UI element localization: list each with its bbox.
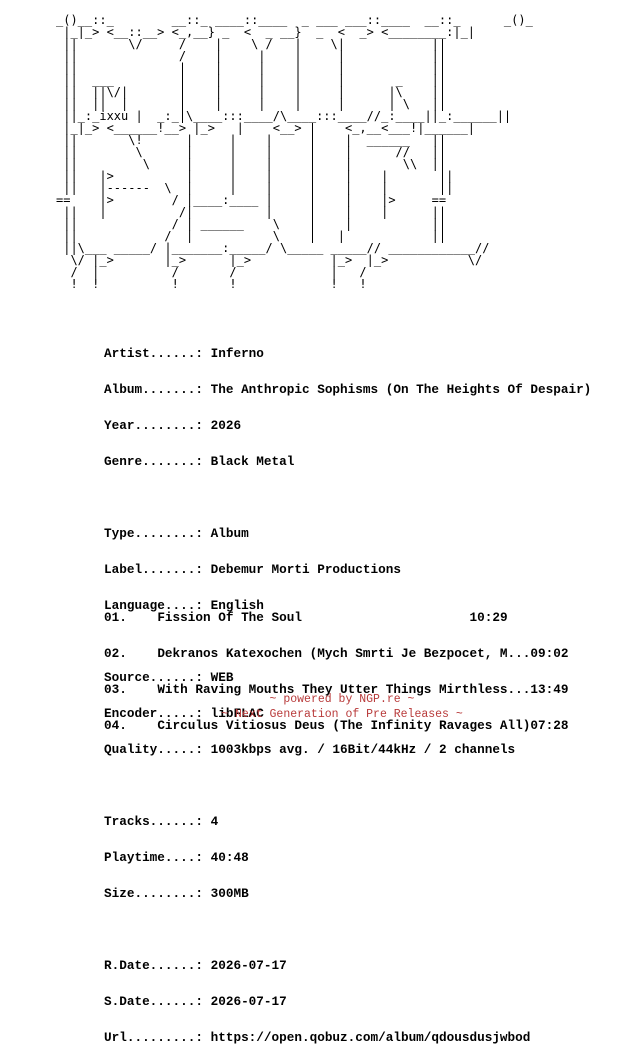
encoder-label: Encoder.....: xyxy=(104,706,203,721)
language-label: Language....: xyxy=(104,598,203,613)
language-value: English xyxy=(210,598,264,613)
track-number: 04. xyxy=(104,718,127,733)
tracks-value: 4 xyxy=(210,814,219,829)
track-title: With Raving Mouths They Utter Things Mir… xyxy=(157,682,531,697)
encoder-row: Encoder.....: libFLAC xyxy=(104,706,591,721)
album-row: Album.......: The Anthropic Sophisms (On… xyxy=(104,382,592,397)
sdate-label: S.Date......: xyxy=(104,994,203,1009)
url-value: https://open.qobuz.com/album/qdousdusjwb… xyxy=(210,1030,531,1045)
genre-label: Genre.......: xyxy=(104,454,203,469)
label-label: Label.......: xyxy=(104,562,203,577)
spacer xyxy=(104,924,591,936)
rdate-label: R.Date......: xyxy=(104,958,203,973)
artist-row: Artist......: Inferno xyxy=(104,346,591,361)
playtime-value: 40:48 xyxy=(210,850,249,865)
track-time: 09:02 xyxy=(530,646,569,661)
album-label: Album.......: xyxy=(104,382,203,397)
quality-value: 1003kbps avg. / 16Bit/44kHz / 2 channels xyxy=(210,742,516,757)
year-row: Year........: 2026 xyxy=(104,418,591,433)
footer-powered-by: ~ powered by NGP.re ~ xyxy=(269,693,415,706)
size-value: 300MB xyxy=(210,886,249,901)
album-value: The Anthropic Sophisms (On The Heights O… xyxy=(210,382,592,397)
quality-label: Quality.....: xyxy=(104,742,203,757)
spacer xyxy=(104,492,591,504)
track-row: 04. Circulus Vitiosus Deus (The Infinity… xyxy=(104,718,569,733)
track-row: 01. Fission Of The Soul 10:29 xyxy=(104,610,568,625)
track-number: 03. xyxy=(104,682,127,697)
track-number: 01. xyxy=(104,610,127,625)
url-row: Url.........: https://open.qobuz.com/alb… xyxy=(104,1030,591,1045)
size-label: Size........: xyxy=(104,886,203,901)
spacer xyxy=(104,780,591,792)
rdate-row: R.Date......: 2026-07-17 xyxy=(104,958,591,973)
playtime-label: Playtime....: xyxy=(104,850,203,865)
language-row: Language....: English xyxy=(104,598,591,613)
type-value: Album xyxy=(210,526,249,541)
footer-tagline: ~ Next Generation of Pre Releases ~ xyxy=(221,708,463,721)
genre-row: Genre.......: Black Metal xyxy=(104,454,591,469)
tracks-label: Tracks......: xyxy=(104,814,203,829)
year-label: Year........: xyxy=(104,418,203,433)
url-label: Url.........: xyxy=(104,1030,203,1045)
year-value: 2026 xyxy=(210,418,242,433)
source-value: WEB xyxy=(210,670,234,685)
genre-value: Black Metal xyxy=(210,454,295,469)
artist-value: Inferno xyxy=(210,346,264,361)
encoder-value: libFLAC xyxy=(210,706,264,721)
track-title: Dekranos Katexochen (Mych Smrti Je Bezpo… xyxy=(157,646,531,661)
tracklist: 01. Fission Of The Soul 10:29 02. Dekran… xyxy=(104,588,568,744)
track-number: 02. xyxy=(104,646,127,661)
source-row: Source......: WEB xyxy=(104,670,591,685)
track-title: Fission Of The Soul xyxy=(157,610,470,625)
type-label: Type........: xyxy=(104,526,203,541)
track-row: 02. Dekranos Katexochen (Mych Smrti Je B… xyxy=(104,646,569,661)
sdate-value: 2026-07-17 xyxy=(210,994,287,1009)
artist-label: Artist......: xyxy=(104,346,203,361)
track-time: 13:49 xyxy=(530,682,569,697)
type-row: Type........: Album xyxy=(104,526,591,541)
label-row: Label.......: Debemur Morti Productions xyxy=(104,562,591,577)
track-time: 07:28 xyxy=(530,718,569,733)
size-row: Size........: 300MB xyxy=(104,886,591,901)
track-title: Circulus Vitiosus Deus (The Infinity Rav… xyxy=(157,718,531,733)
rdate-value: 2026-07-17 xyxy=(210,958,287,973)
track-row: 03. With Raving Mouths They Utter Things… xyxy=(104,682,569,697)
source-label: Source......: xyxy=(104,670,203,685)
playtime-row: Playtime....: 40:48 xyxy=(104,850,591,865)
track-time: 10:29 xyxy=(469,610,508,625)
label-value: Debemur Morti Productions xyxy=(210,562,401,577)
tracks-row: Tracks......: 4 xyxy=(104,814,591,829)
ascii-art-logo: _()__::_ __::_ ____::____ _ ___ ___::___… xyxy=(56,13,533,291)
sdate-row: S.Date......: 2026-07-17 xyxy=(104,994,591,1009)
quality-row: Quality.....: 1003kbps avg. / 16Bit/44kH… xyxy=(104,742,591,757)
